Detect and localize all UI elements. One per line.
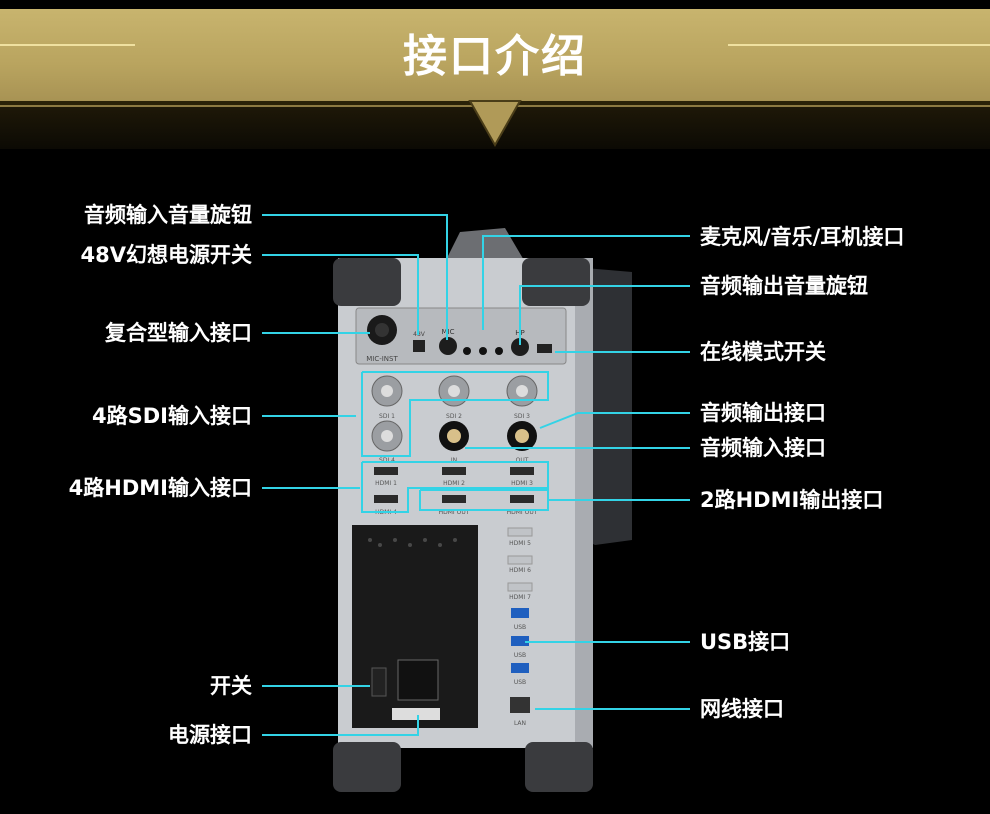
svg-text:MIC: MIC xyxy=(442,328,455,336)
power-label xyxy=(392,708,440,720)
label-power-socket: 电源接口 xyxy=(168,723,252,747)
page-title: 接口介绍 xyxy=(403,31,587,82)
svg-text:IN: IN xyxy=(451,457,457,464)
mic-knob xyxy=(439,337,457,355)
label-audio-output-volume-knob: 音频输出音量旋钮 xyxy=(700,274,868,298)
hp-knob xyxy=(511,338,529,356)
svg-text:USB: USB xyxy=(514,679,526,686)
lan-port xyxy=(510,697,530,713)
svg-text:HDMI OUT: HDMI OUT xyxy=(507,509,538,516)
mic-inst-text: MIC-INST xyxy=(366,355,398,363)
svg-text:SDI 4: SDI 4 xyxy=(379,457,395,464)
handle-top-right xyxy=(522,258,590,306)
label-audio-input: 音频输入接口 xyxy=(700,436,826,460)
svg-text:USB: USB xyxy=(514,652,526,659)
label-online-mode-switch: 在线模式开关 xyxy=(700,340,826,364)
handle-bottom-right xyxy=(525,742,593,792)
header-deco-line-right xyxy=(728,44,990,46)
svg-text:HDMI 6: HDMI 6 xyxy=(509,567,531,574)
svg-text:LAN: LAN xyxy=(514,720,526,727)
svg-text:HDMI 5: HDMI 5 xyxy=(509,540,531,547)
side-panel xyxy=(585,268,632,545)
svg-text:OUT: OUT xyxy=(516,457,529,464)
handle-bottom-left xyxy=(333,742,401,792)
header-deco-line-left xyxy=(0,44,135,46)
power-socket xyxy=(397,659,439,701)
svg-text:SDI 1: SDI 1 xyxy=(379,413,395,420)
label-mic-music-headphone: 麦克风/音乐/耳机接口 xyxy=(700,225,905,249)
svg-text:USB: USB xyxy=(514,624,526,631)
svg-text:HDMI 3: HDMI 3 xyxy=(511,480,533,487)
label-audio-output: 音频输出接口 xyxy=(700,401,826,425)
label-2ch-hdmi-output: 2路HDMI输出接口 xyxy=(700,488,884,512)
label-48v-phantom-power-switch: 48V幻想电源开关 xyxy=(80,243,252,267)
leader-lines xyxy=(262,214,690,736)
label-4ch-sdi-input: 4路SDI输入接口 xyxy=(92,404,252,428)
label-usb: USB接口 xyxy=(700,630,791,654)
svg-text:HDMI 1: HDMI 1 xyxy=(375,480,397,487)
power-switch xyxy=(371,667,387,697)
label-audio-input-volume-knob: 音频输入音量旋钮 xyxy=(84,203,252,227)
handle-top-left xyxy=(333,258,401,306)
top-handle xyxy=(445,228,525,262)
48v-switch xyxy=(413,340,425,352)
svg-text:HDMI 7: HDMI 7 xyxy=(509,594,531,601)
online-mode-switch xyxy=(537,344,552,353)
label-lan: 网线接口 xyxy=(700,697,784,721)
header-arrow-icon xyxy=(468,100,522,148)
svg-text:SDI 3: SDI 3 xyxy=(514,413,530,420)
label-power-switch: 开关 xyxy=(210,674,252,698)
svg-text:HDMI 2: HDMI 2 xyxy=(443,480,465,487)
svg-text:SDI 2: SDI 2 xyxy=(446,413,462,420)
svg-text:HDMI OUT: HDMI OUT xyxy=(439,509,470,516)
header-band xyxy=(0,9,990,101)
svg-text:48V: 48V xyxy=(413,331,426,338)
label-4ch-hdmi-input: 4路HDMI输入接口 xyxy=(68,476,252,500)
label-combo-input: 复合型输入接口 xyxy=(105,321,252,345)
